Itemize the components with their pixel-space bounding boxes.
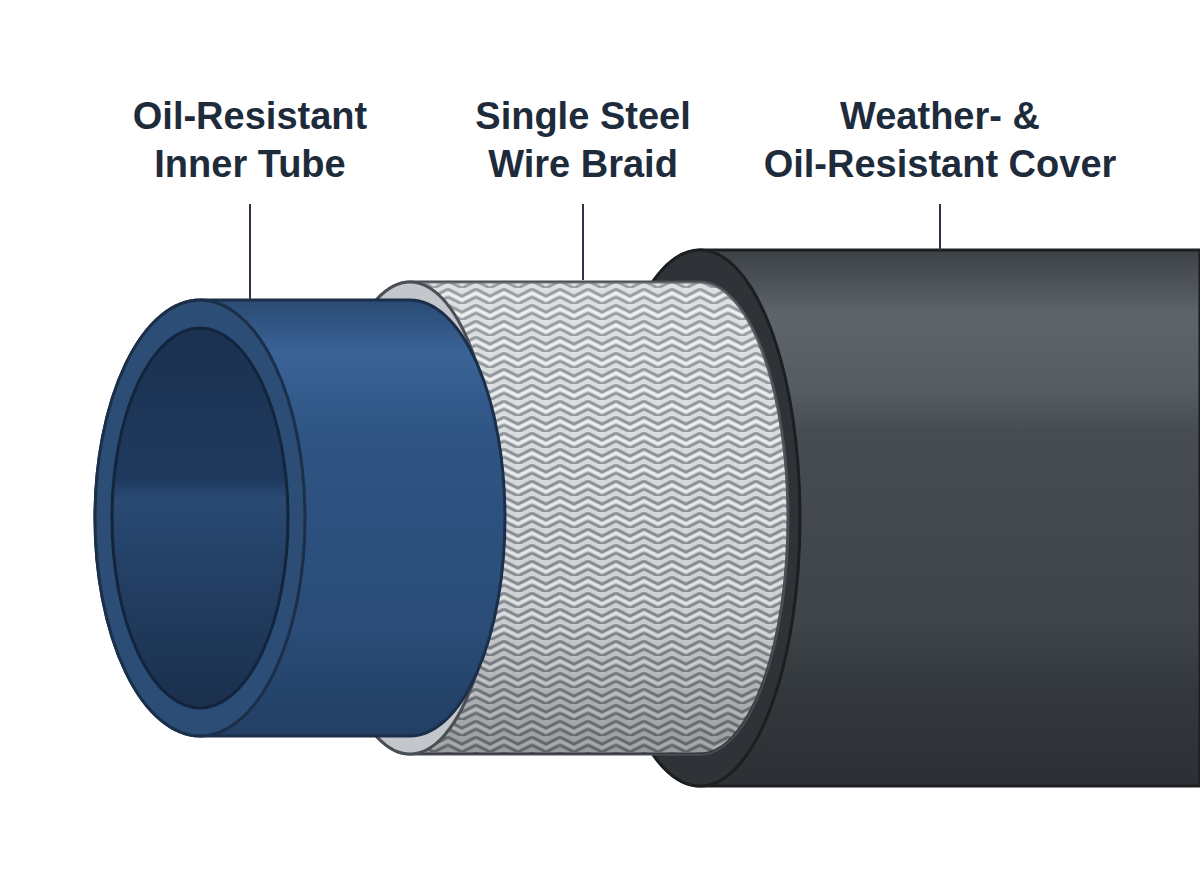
label-word: Braid [581,143,678,185]
label-word: Steel [600,95,691,137]
label-word: Wire [488,143,570,185]
label-word: Single [475,95,589,137]
label-word: Inner [154,143,247,185]
label-word: & [1013,95,1040,137]
part-label: Weather- & Oil-Resistant Cover [745,92,1135,188]
inner-tube-end-face [95,300,305,736]
label-word: Oil-Resistant [764,143,998,185]
label-word: Cover [1009,143,1117,185]
label-word: Oil-Resistant [133,95,367,137]
leader-line [249,204,251,300]
part-label: Single Steel Wire Braid [448,92,718,188]
leader-line [939,204,941,250]
inner-tube-bore [112,328,288,708]
label-word: Tube [258,143,346,185]
inner-tube-body [95,300,505,736]
part-label: Oil-Resistant Inner Tube [100,92,400,188]
label-word: Weather- [840,95,1002,137]
leader-line [582,204,584,280]
